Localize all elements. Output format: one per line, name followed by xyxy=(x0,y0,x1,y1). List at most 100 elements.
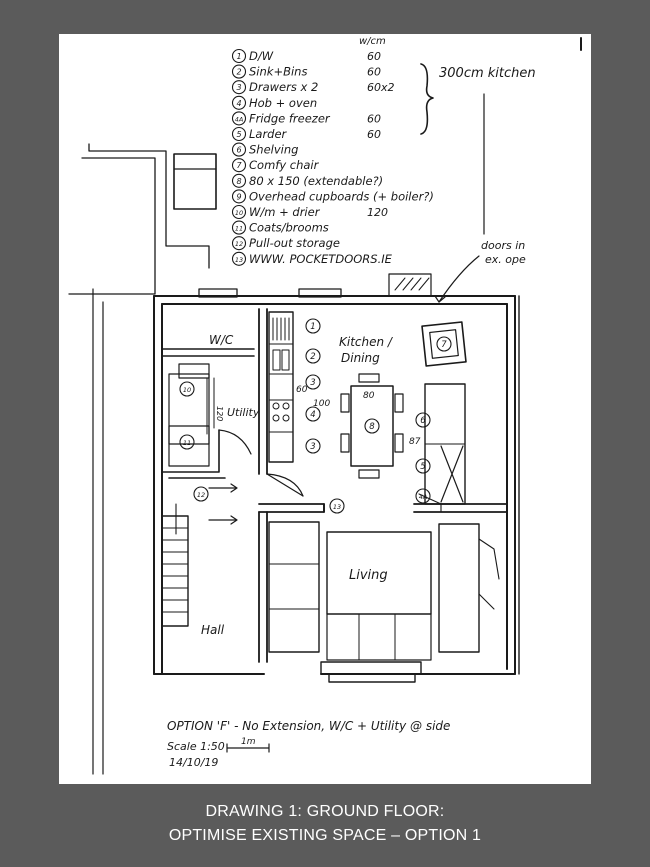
legend-marker xyxy=(231,173,247,188)
plan-marker-circle xyxy=(193,486,209,502)
legend-marker xyxy=(231,64,247,79)
label-living: Living xyxy=(349,568,388,583)
internal-walls xyxy=(161,308,508,663)
label-wc: W/C xyxy=(209,333,234,347)
legend-header: w/cm xyxy=(359,36,386,47)
legend-size: 60x2 xyxy=(367,81,395,94)
comfy-chair xyxy=(421,321,467,367)
plan-marker-number: 10 xyxy=(183,386,191,394)
label-hall: Hall xyxy=(201,623,225,637)
legend-label: W/m + drier xyxy=(249,205,321,219)
plan-marker-number: 4A xyxy=(419,493,428,501)
plan-marker-circle xyxy=(415,458,431,474)
legend-size: 120 xyxy=(367,206,388,219)
kitchen-counter xyxy=(268,311,294,463)
plan-marker-circle xyxy=(305,318,321,334)
legend-number: 3 xyxy=(236,83,241,92)
staircase xyxy=(161,515,189,627)
legend-marker xyxy=(231,158,247,173)
plan-marker-number: 3 xyxy=(310,378,315,388)
window-top-left xyxy=(198,288,238,298)
plan-marker-number: 7 xyxy=(441,340,447,350)
legend-label: WWW. POCKETDOORS.IE xyxy=(249,252,393,266)
doors-note: doors in ex. ope xyxy=(434,239,526,303)
living-cabinet xyxy=(268,521,320,653)
legend-label: Larder xyxy=(249,127,288,141)
label-kitchen-line2: Dining xyxy=(341,351,380,365)
legend-number: 7 xyxy=(236,161,242,170)
legend-number: 10 xyxy=(235,209,243,217)
label-utility: Utility xyxy=(227,406,260,419)
storage-arrows xyxy=(208,483,238,525)
legend-marker xyxy=(231,204,247,220)
option-note: OPTION 'F' - No Extension, W/C + Utility… xyxy=(167,719,450,733)
utility-units xyxy=(168,373,210,445)
legend-number: 8 xyxy=(236,177,241,186)
caption: DRAWING 1: GROUND FLOOR: OPTIMISE EXISTI… xyxy=(0,800,650,848)
right-living-unit xyxy=(438,523,480,653)
table xyxy=(350,385,394,467)
legend-bracket xyxy=(420,63,434,135)
legend-number: 4 xyxy=(236,99,241,108)
living-furniture xyxy=(268,521,500,661)
date-note: 14/10/19 xyxy=(169,756,218,769)
dim-100: 100 xyxy=(313,399,330,409)
legend-size: 60 xyxy=(367,66,381,79)
kitchen-door-swing xyxy=(266,473,304,497)
plan-marker-circle xyxy=(415,488,431,504)
legend-number: 5 xyxy=(236,130,241,139)
caption-line1: DRAWING 1: GROUND FLOOR: xyxy=(205,803,445,820)
dim-87: 87 xyxy=(409,437,421,447)
legend-marker xyxy=(231,189,247,204)
caption-line2: OPTIMISE EXISTING SPACE – OPTION 1 xyxy=(168,827,482,844)
legend-number: 6 xyxy=(236,146,241,155)
scale-bar-label: 1m xyxy=(241,737,256,747)
boundary-lines xyxy=(68,93,520,775)
plan-marker-circle xyxy=(415,412,431,428)
plan-marker-number: 3 xyxy=(310,442,315,452)
plan-marker-number: 1 xyxy=(310,322,315,332)
doors-note-arrow xyxy=(438,255,480,303)
doors-note-line1: doors in xyxy=(481,239,525,252)
legend-marker xyxy=(231,142,247,157)
plan-marker-circle xyxy=(179,381,195,397)
utility-door-swing xyxy=(218,429,252,455)
sink xyxy=(272,349,281,371)
plan-labels: W/C Kitchen / Dining Utility Living Hall… xyxy=(201,333,421,637)
plan-marker-circle xyxy=(305,348,321,364)
legend-label: Pull-out storage xyxy=(249,236,340,250)
doors-note-arrowhead xyxy=(434,295,446,303)
bottom-notes: OPTION 'F' - No Extension, W/C + Utility… xyxy=(167,719,450,769)
legend-label: Comfy chair xyxy=(249,158,320,172)
plan-marker-number: 5 xyxy=(420,462,425,472)
fridge-freezer xyxy=(440,445,464,503)
front-step xyxy=(320,661,422,675)
legend-size: 60 xyxy=(367,128,381,141)
bracket-note: 300cm kitchen xyxy=(439,66,536,81)
rug xyxy=(326,531,432,615)
legend-label: Shelving xyxy=(249,143,298,157)
legend-size: 60 xyxy=(367,50,381,63)
house-walls xyxy=(153,273,516,683)
stairs xyxy=(161,503,189,627)
legend-number: 11 xyxy=(235,225,243,233)
legend-number: 4A xyxy=(235,115,244,123)
plan-marker-number: 12 xyxy=(197,491,205,499)
dining-table xyxy=(340,373,404,479)
legend-number: 13 xyxy=(235,256,243,264)
coats-cupboard xyxy=(168,425,210,467)
rear-doors xyxy=(388,273,432,297)
legend-number: 2 xyxy=(236,68,241,77)
legend-label: Coats/brooms xyxy=(249,221,329,235)
boundary-left-mid xyxy=(68,157,156,295)
wc-basin xyxy=(178,363,210,379)
plan-marker-number: 6 xyxy=(420,416,426,426)
legend-marker xyxy=(231,80,247,95)
legend-label: Drawers x 2 xyxy=(249,80,318,94)
scale-bar xyxy=(226,743,270,753)
